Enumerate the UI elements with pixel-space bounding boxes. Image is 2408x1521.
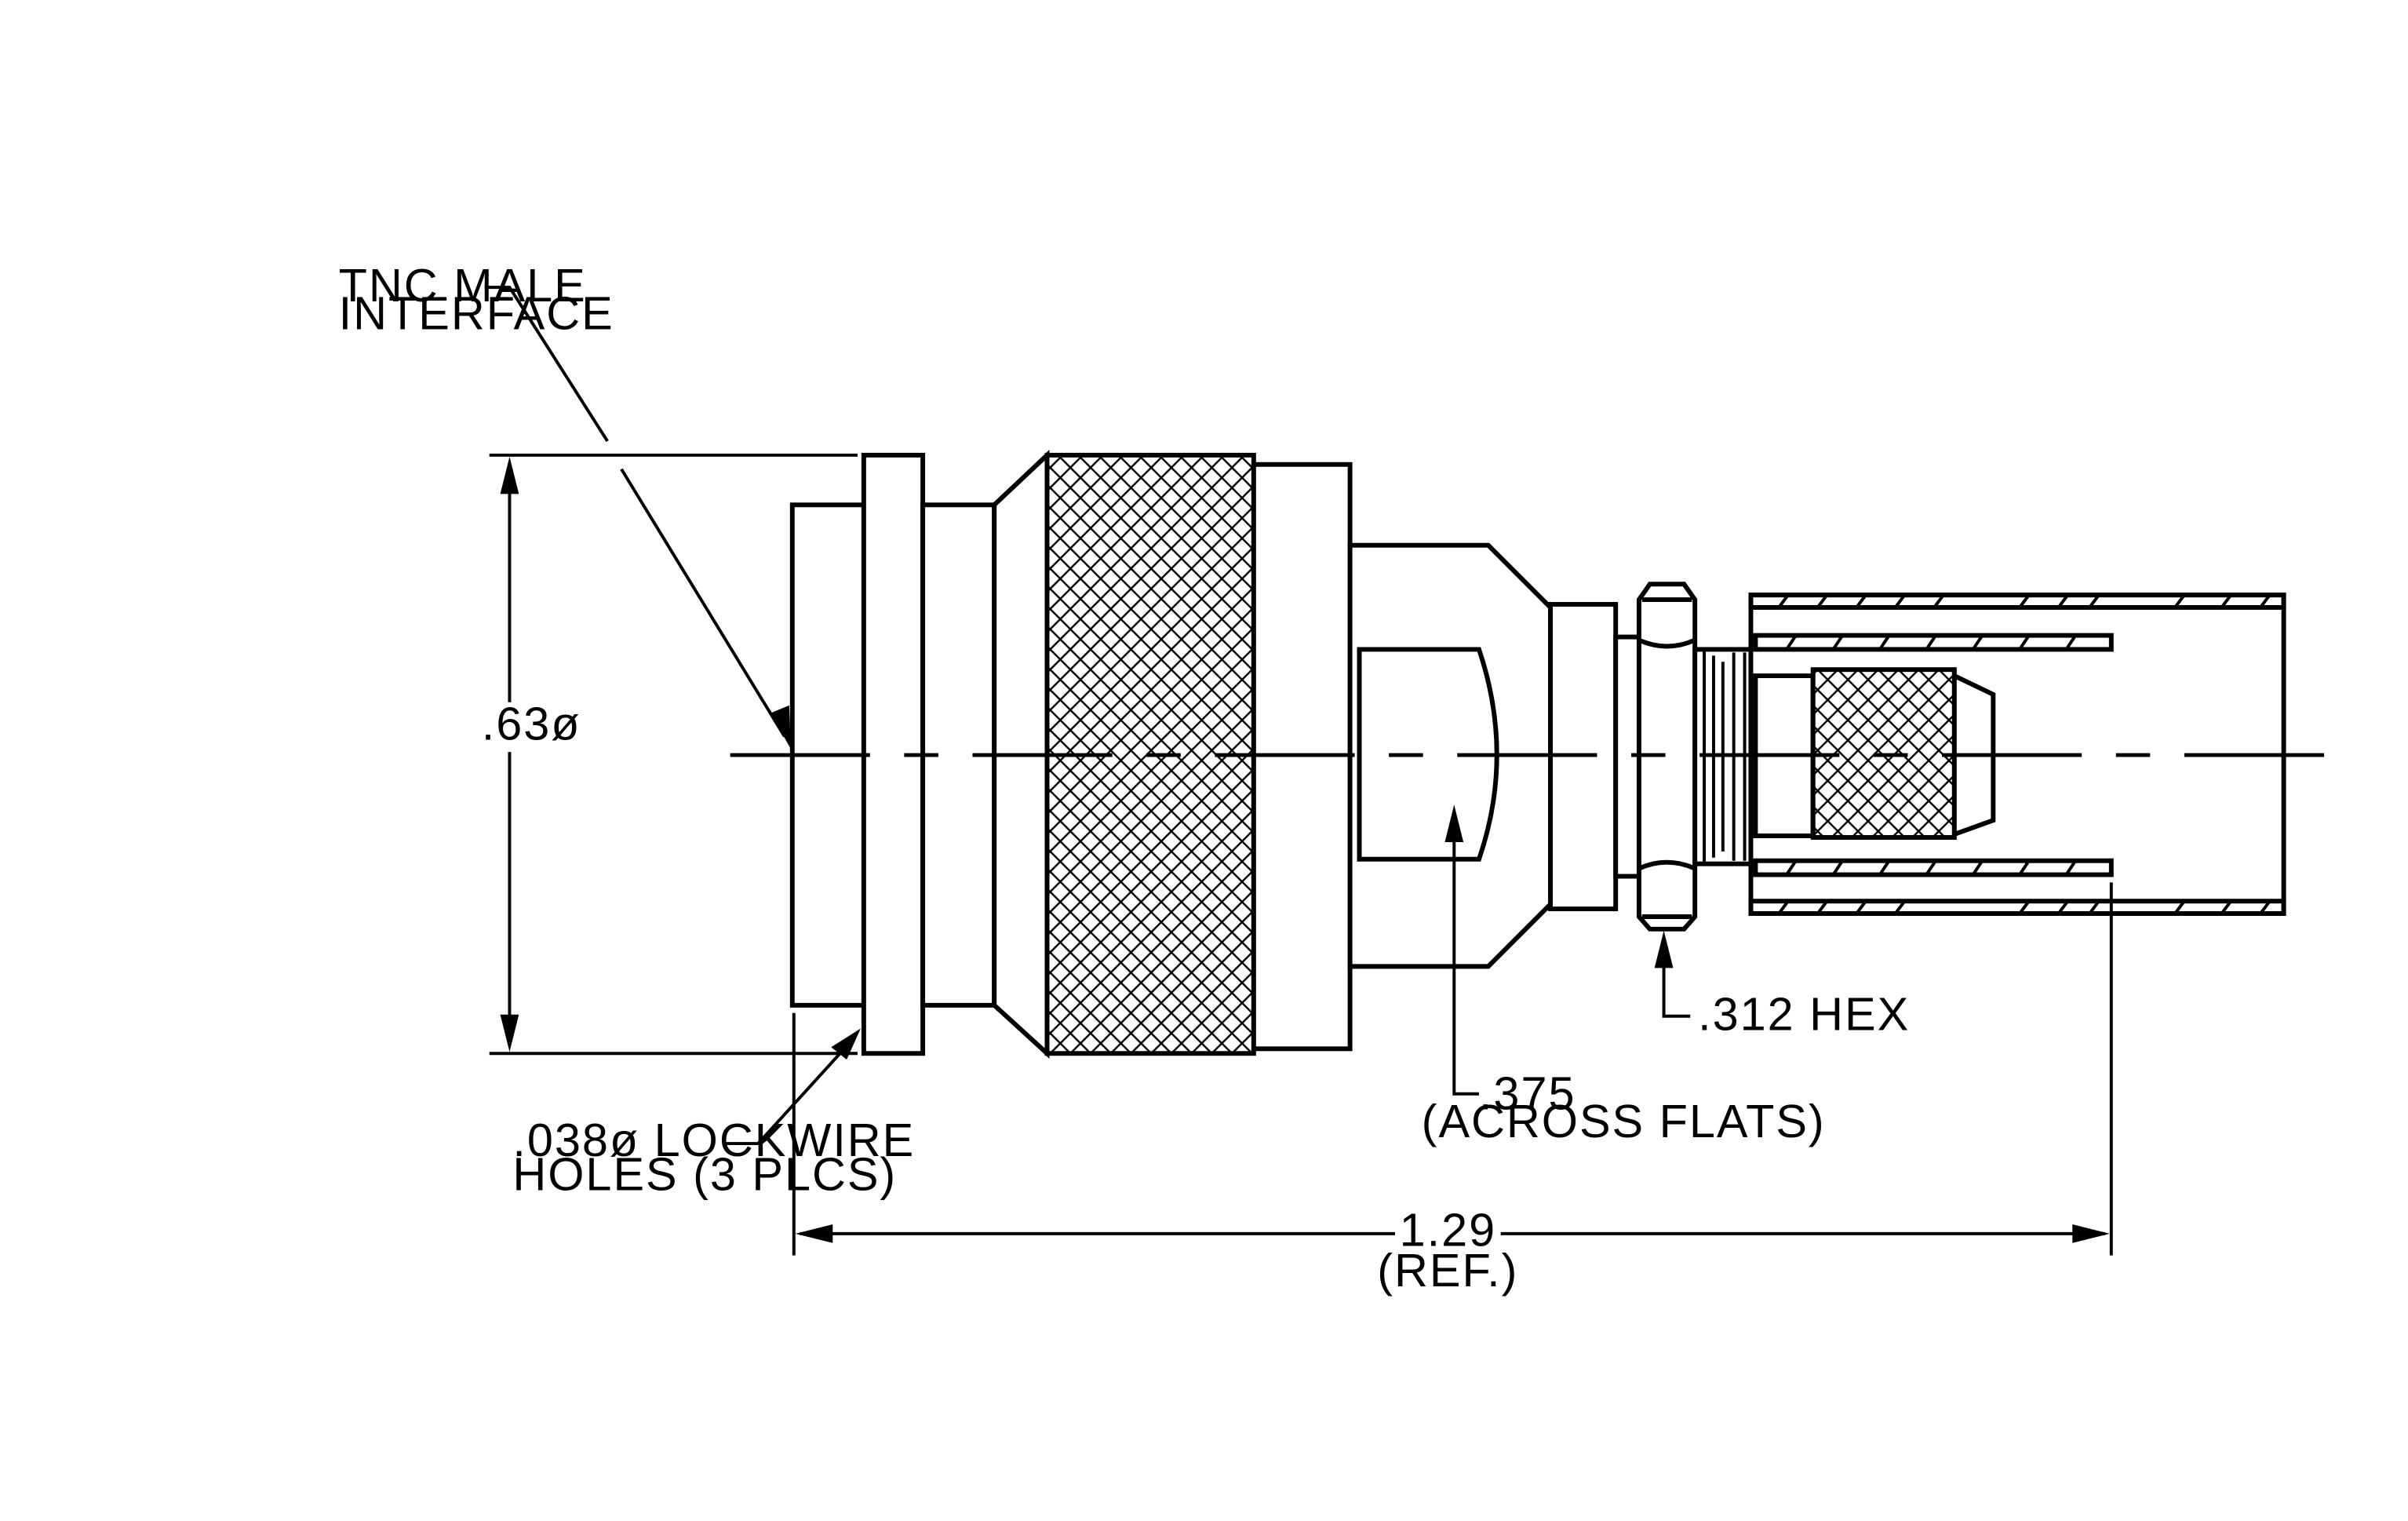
hex-label: .312 HEX bbox=[1698, 988, 1910, 1041]
inner-sleeve-top bbox=[1753, 633, 2114, 652]
lockwire-arrow bbox=[831, 1028, 861, 1060]
outer-tube-hatch bbox=[1777, 593, 2271, 915]
diameter-label: .63ø bbox=[482, 697, 581, 750]
inner-sleeve-hatch bbox=[1785, 634, 2077, 876]
flats-arrow bbox=[1444, 804, 1464, 842]
diameter-dimension: .63ø bbox=[482, 453, 858, 1056]
flat-surface bbox=[1357, 647, 1499, 862]
flats-label-line1: .375 bbox=[1479, 1067, 1576, 1120]
interface-label-line1: TNC MALE bbox=[339, 259, 587, 312]
lockwire-label-line1: .038ø LOCKWIRE bbox=[512, 1114, 915, 1166]
outer-tube-wall-bottom bbox=[1748, 899, 2286, 916]
outer-tube-wall-top bbox=[1748, 593, 2286, 610]
arrow-up bbox=[500, 456, 519, 494]
hex-leader bbox=[1662, 944, 1691, 1018]
arrow-left bbox=[795, 1224, 833, 1243]
hex-nut-edges bbox=[1638, 597, 1696, 919]
interface-callout: TNC MALE INTERFACE bbox=[339, 259, 791, 750]
hex-arrow bbox=[1654, 930, 1674, 968]
length-dimension: 1.29 (REF.) bbox=[792, 882, 2113, 1297]
lockwire-leader bbox=[723, 1040, 853, 1146]
interface-leader bbox=[484, 286, 786, 738]
lockwire-label-line2: HOLES (3 PLCS) bbox=[512, 1147, 897, 1200]
lockwire-callout: .038ø LOCKWIRE HOLES (3 PLCS) bbox=[512, 1028, 915, 1200]
hex-nut bbox=[1636, 582, 1698, 932]
flats-callout: .375 (ACROSS FLATS) bbox=[1422, 804, 1826, 1147]
arrow-down bbox=[500, 1014, 519, 1052]
flats-label-line2: (ACROSS FLATS) bbox=[1422, 1095, 1826, 1147]
inner-sleeve-bottom bbox=[1753, 858, 2114, 877]
arrow-right bbox=[2072, 1224, 2110, 1243]
length-value: 1.29 bbox=[1400, 1204, 1497, 1257]
interface-label-line2: INTERFACE bbox=[339, 287, 614, 340]
length-ref: (REF.) bbox=[1377, 1244, 1518, 1297]
flats-leader bbox=[1452, 823, 1479, 1096]
interface-arrow bbox=[770, 705, 791, 750]
hex-callout: .312 HEX bbox=[1654, 930, 1910, 1041]
